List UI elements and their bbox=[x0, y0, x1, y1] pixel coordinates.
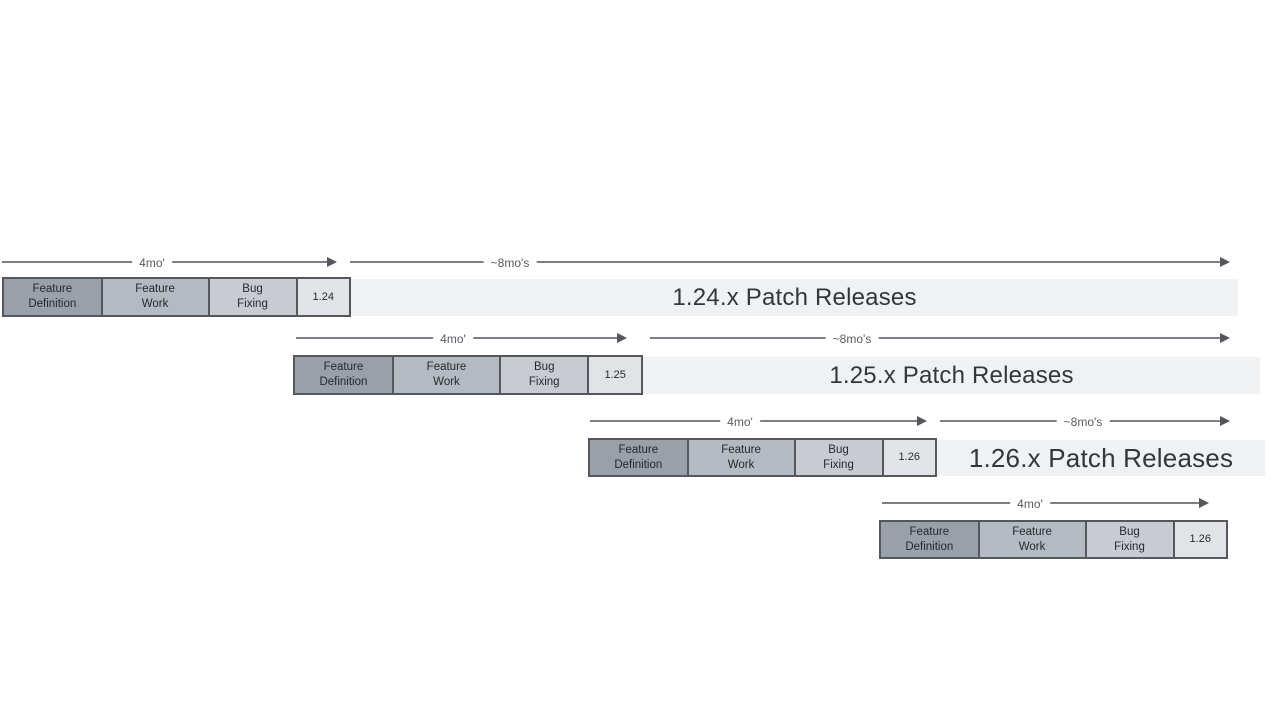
eight-month-arrow bbox=[650, 333, 1230, 343]
bug-fixing-block: Bug Fixing bbox=[1084, 522, 1173, 557]
four-month-label: 4mo' bbox=[720, 414, 760, 431]
arrow-head-icon bbox=[1220, 257, 1230, 267]
arrow-head-icon bbox=[1199, 498, 1209, 508]
version-box: 1.26 bbox=[1172, 522, 1226, 557]
patch-releases-label: 1.26.x Patch Releases bbox=[968, 442, 1234, 473]
feature-work-block: Feature Work bbox=[686, 440, 794, 475]
arrow-head-icon bbox=[1220, 416, 1230, 426]
four-month-label: 4mo' bbox=[1010, 496, 1050, 513]
feature-definition-block: Feature Definition bbox=[295, 357, 392, 393]
version-box: 1.26 bbox=[881, 440, 935, 475]
eight-month-arrow bbox=[350, 257, 1230, 267]
bug-fixing-block: Bug Fixing bbox=[499, 357, 588, 393]
patch-releases-label: 1.24.x Patch Releases bbox=[672, 283, 917, 311]
eight-month-label: ~8mo's bbox=[483, 255, 537, 272]
version-box: 1.25 bbox=[587, 357, 641, 393]
release-cycle-blocks: Feature Definition Feature Work Bug Fixi… bbox=[293, 355, 643, 395]
feature-work-block: Feature Work bbox=[100, 279, 208, 315]
patch-releases-label: 1.25.x Patch Releases bbox=[829, 361, 1074, 389]
four-month-label: 4mo' bbox=[132, 255, 172, 272]
feature-definition-block: Feature Definition bbox=[4, 279, 101, 315]
bug-fixing-block: Bug Fixing bbox=[793, 440, 882, 475]
patch-releases-bar: 1.25.x Patch Releases bbox=[643, 357, 1260, 394]
patch-releases-bar: 1.26.x Patch Releases bbox=[937, 440, 1265, 476]
four-month-label: 4mo' bbox=[433, 331, 473, 348]
arrow-head-icon bbox=[1220, 333, 1230, 343]
bug-fixing-block: Bug Fixing bbox=[207, 279, 296, 315]
eight-month-label: ~8mo's bbox=[1056, 414, 1110, 431]
release-cycle-blocks: Feature Definition Feature Work Bug Fixi… bbox=[879, 520, 1228, 559]
feature-work-block: Feature Work bbox=[977, 522, 1085, 557]
release-cycle-blocks: Feature Definition Feature Work Bug Fixi… bbox=[2, 277, 351, 317]
patch-releases-bar: 1.24.x Patch Releases bbox=[351, 279, 1238, 316]
feature-definition-block: Feature Definition bbox=[590, 440, 687, 475]
version-box: 1.24 bbox=[295, 279, 349, 315]
feature-work-block: Feature Work bbox=[391, 357, 500, 393]
feature-definition-block: Feature Definition bbox=[881, 522, 978, 557]
eight-month-label: ~8mo's bbox=[825, 331, 879, 348]
arrow-head-icon bbox=[917, 416, 927, 426]
arrow-head-icon bbox=[617, 333, 627, 343]
arrow-head-icon bbox=[327, 257, 337, 267]
release-cycle-blocks: Feature Definition Feature Work Bug Fixi… bbox=[588, 438, 937, 477]
